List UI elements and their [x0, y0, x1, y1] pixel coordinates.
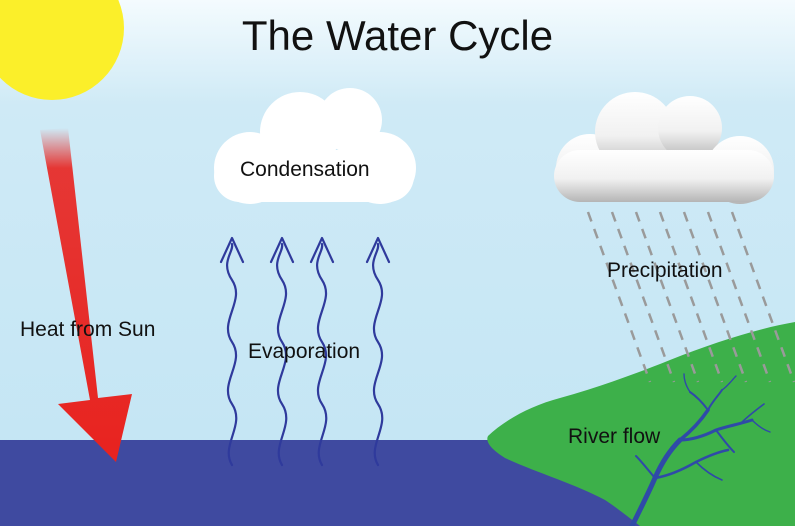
rain-streak: [634, 211, 700, 383]
rain-streak: [682, 211, 748, 383]
condensation-cloud: [214, 88, 416, 204]
precipitation-label: Precipitation: [607, 259, 723, 282]
precipitation-rain: [586, 211, 795, 383]
evaporation-arrow: [365, 236, 391, 467]
diagram-title: The Water Cycle: [241, 12, 554, 59]
rain-streak: [730, 211, 795, 383]
river-flow-label: River flow: [568, 425, 661, 448]
evaporation-arrows: [219, 236, 391, 467]
river: [629, 373, 771, 529]
condensation-label: Condensation: [240, 158, 370, 181]
evaporation-arrow: [269, 236, 295, 467]
rain-streak: [658, 211, 724, 383]
evaporation-arrow: [309, 236, 335, 467]
heat-from-sun-label: Heat from Sun: [20, 318, 156, 341]
rain-streak: [610, 211, 676, 383]
evaporation-arrow: [219, 236, 245, 467]
heat-arrow: [40, 128, 132, 462]
sun: [0, 0, 124, 100]
rain-streak: [586, 211, 652, 383]
rain-streak: [706, 211, 772, 383]
rain-cloud: [554, 92, 774, 204]
evaporation-label: Evaporation: [248, 340, 361, 363]
